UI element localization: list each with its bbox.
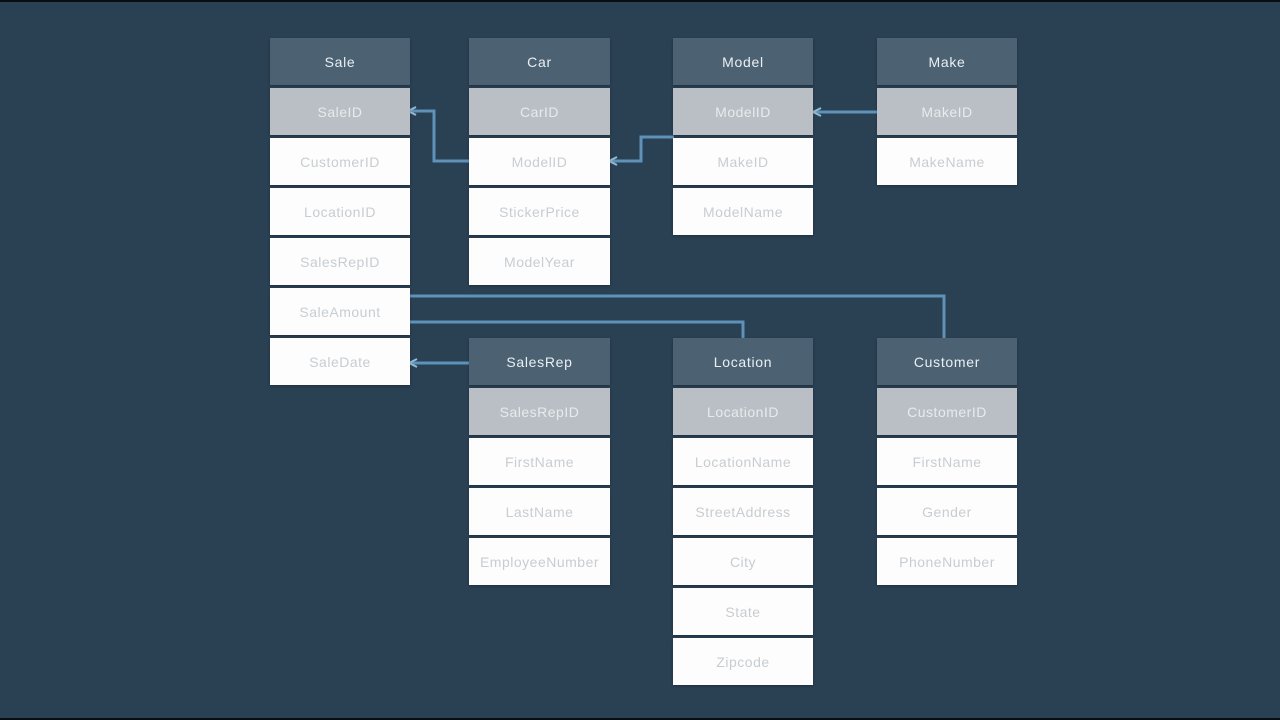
field-model-modelid: ModelID (673, 88, 813, 135)
field-customer-firstname: FirstName (877, 438, 1017, 485)
field-salesrep-salesrepid: SalesRepID (469, 388, 610, 435)
field-make-makeid: MakeID (877, 88, 1017, 135)
table-make-header: Make (877, 38, 1017, 85)
field-customer-phonenumber: PhoneNumber (877, 538, 1017, 585)
table-sale-header: Sale (270, 38, 410, 85)
field-sale-salesrepid: SalesRepID (270, 238, 410, 285)
connector-sale-saleid-to-car (411, 109, 470, 163)
table-customer-header: Customer (877, 338, 1017, 385)
field-location-zipcode: Zipcode (673, 638, 813, 685)
field-location-locationid: LocationID (673, 388, 813, 435)
field-sale-saleid: SaleID (270, 88, 410, 135)
field-salesrep-firstname: FirstName (469, 438, 610, 485)
field-location-city: City (673, 538, 813, 585)
table-model: Model ModelID MakeID ModelName (673, 38, 813, 235)
field-model-makeid: MakeID (673, 138, 813, 185)
table-location-header: Location (673, 338, 813, 385)
field-car-modelyear: ModelYear (469, 238, 610, 285)
field-customer-customerid: CustomerID (877, 388, 1017, 435)
field-salesrep-lastname: LastName (469, 488, 610, 535)
table-customer: Customer CustomerID FirstName Gender Pho… (877, 338, 1017, 585)
table-location: Location LocationID LocationName StreetA… (673, 338, 813, 685)
field-model-modelname: ModelName (673, 188, 813, 235)
table-salesrep-header: SalesRep (469, 338, 610, 385)
table-make: Make MakeID MakeName (877, 38, 1017, 185)
field-location-locationname: LocationName (673, 438, 813, 485)
field-sale-customerid: CustomerID (270, 138, 410, 185)
field-car-modelid: ModelID (469, 138, 610, 185)
connector-sale-to-customer (410, 294, 946, 339)
field-customer-gender: Gender (877, 488, 1017, 535)
field-location-streetaddress: StreetAddress (673, 488, 813, 535)
field-car-carid: CarID (469, 88, 610, 135)
table-car: Car CarID ModelID StickerPrice ModelYear (469, 38, 610, 285)
letterbox-bar-top (0, 0, 1280, 2)
field-location-state: State (673, 588, 813, 635)
letterbox-bar-bottom (0, 718, 1280, 720)
table-model-header: Model (673, 38, 813, 85)
field-sale-saledate: SaleDate (270, 338, 410, 385)
field-sale-locationid: LocationID (270, 188, 410, 235)
table-sale: Sale SaleID CustomerID LocationID SalesR… (270, 38, 410, 385)
field-salesrep-employeenumber: EmployeeNumber (469, 538, 610, 585)
connector-sale-to-location (410, 320, 745, 339)
field-sale-saleamount: SaleAmount (270, 288, 410, 335)
field-car-stickerprice: StickerPrice (469, 188, 610, 235)
connector-car-modelid-to-model (610, 135, 674, 163)
table-car-header: Car (469, 38, 610, 85)
arrowhead-model-modelid (810, 107, 822, 117)
field-make-makename: MakeName (877, 138, 1017, 185)
table-salesrep: SalesRep SalesRepID FirstName LastName E… (469, 338, 610, 585)
